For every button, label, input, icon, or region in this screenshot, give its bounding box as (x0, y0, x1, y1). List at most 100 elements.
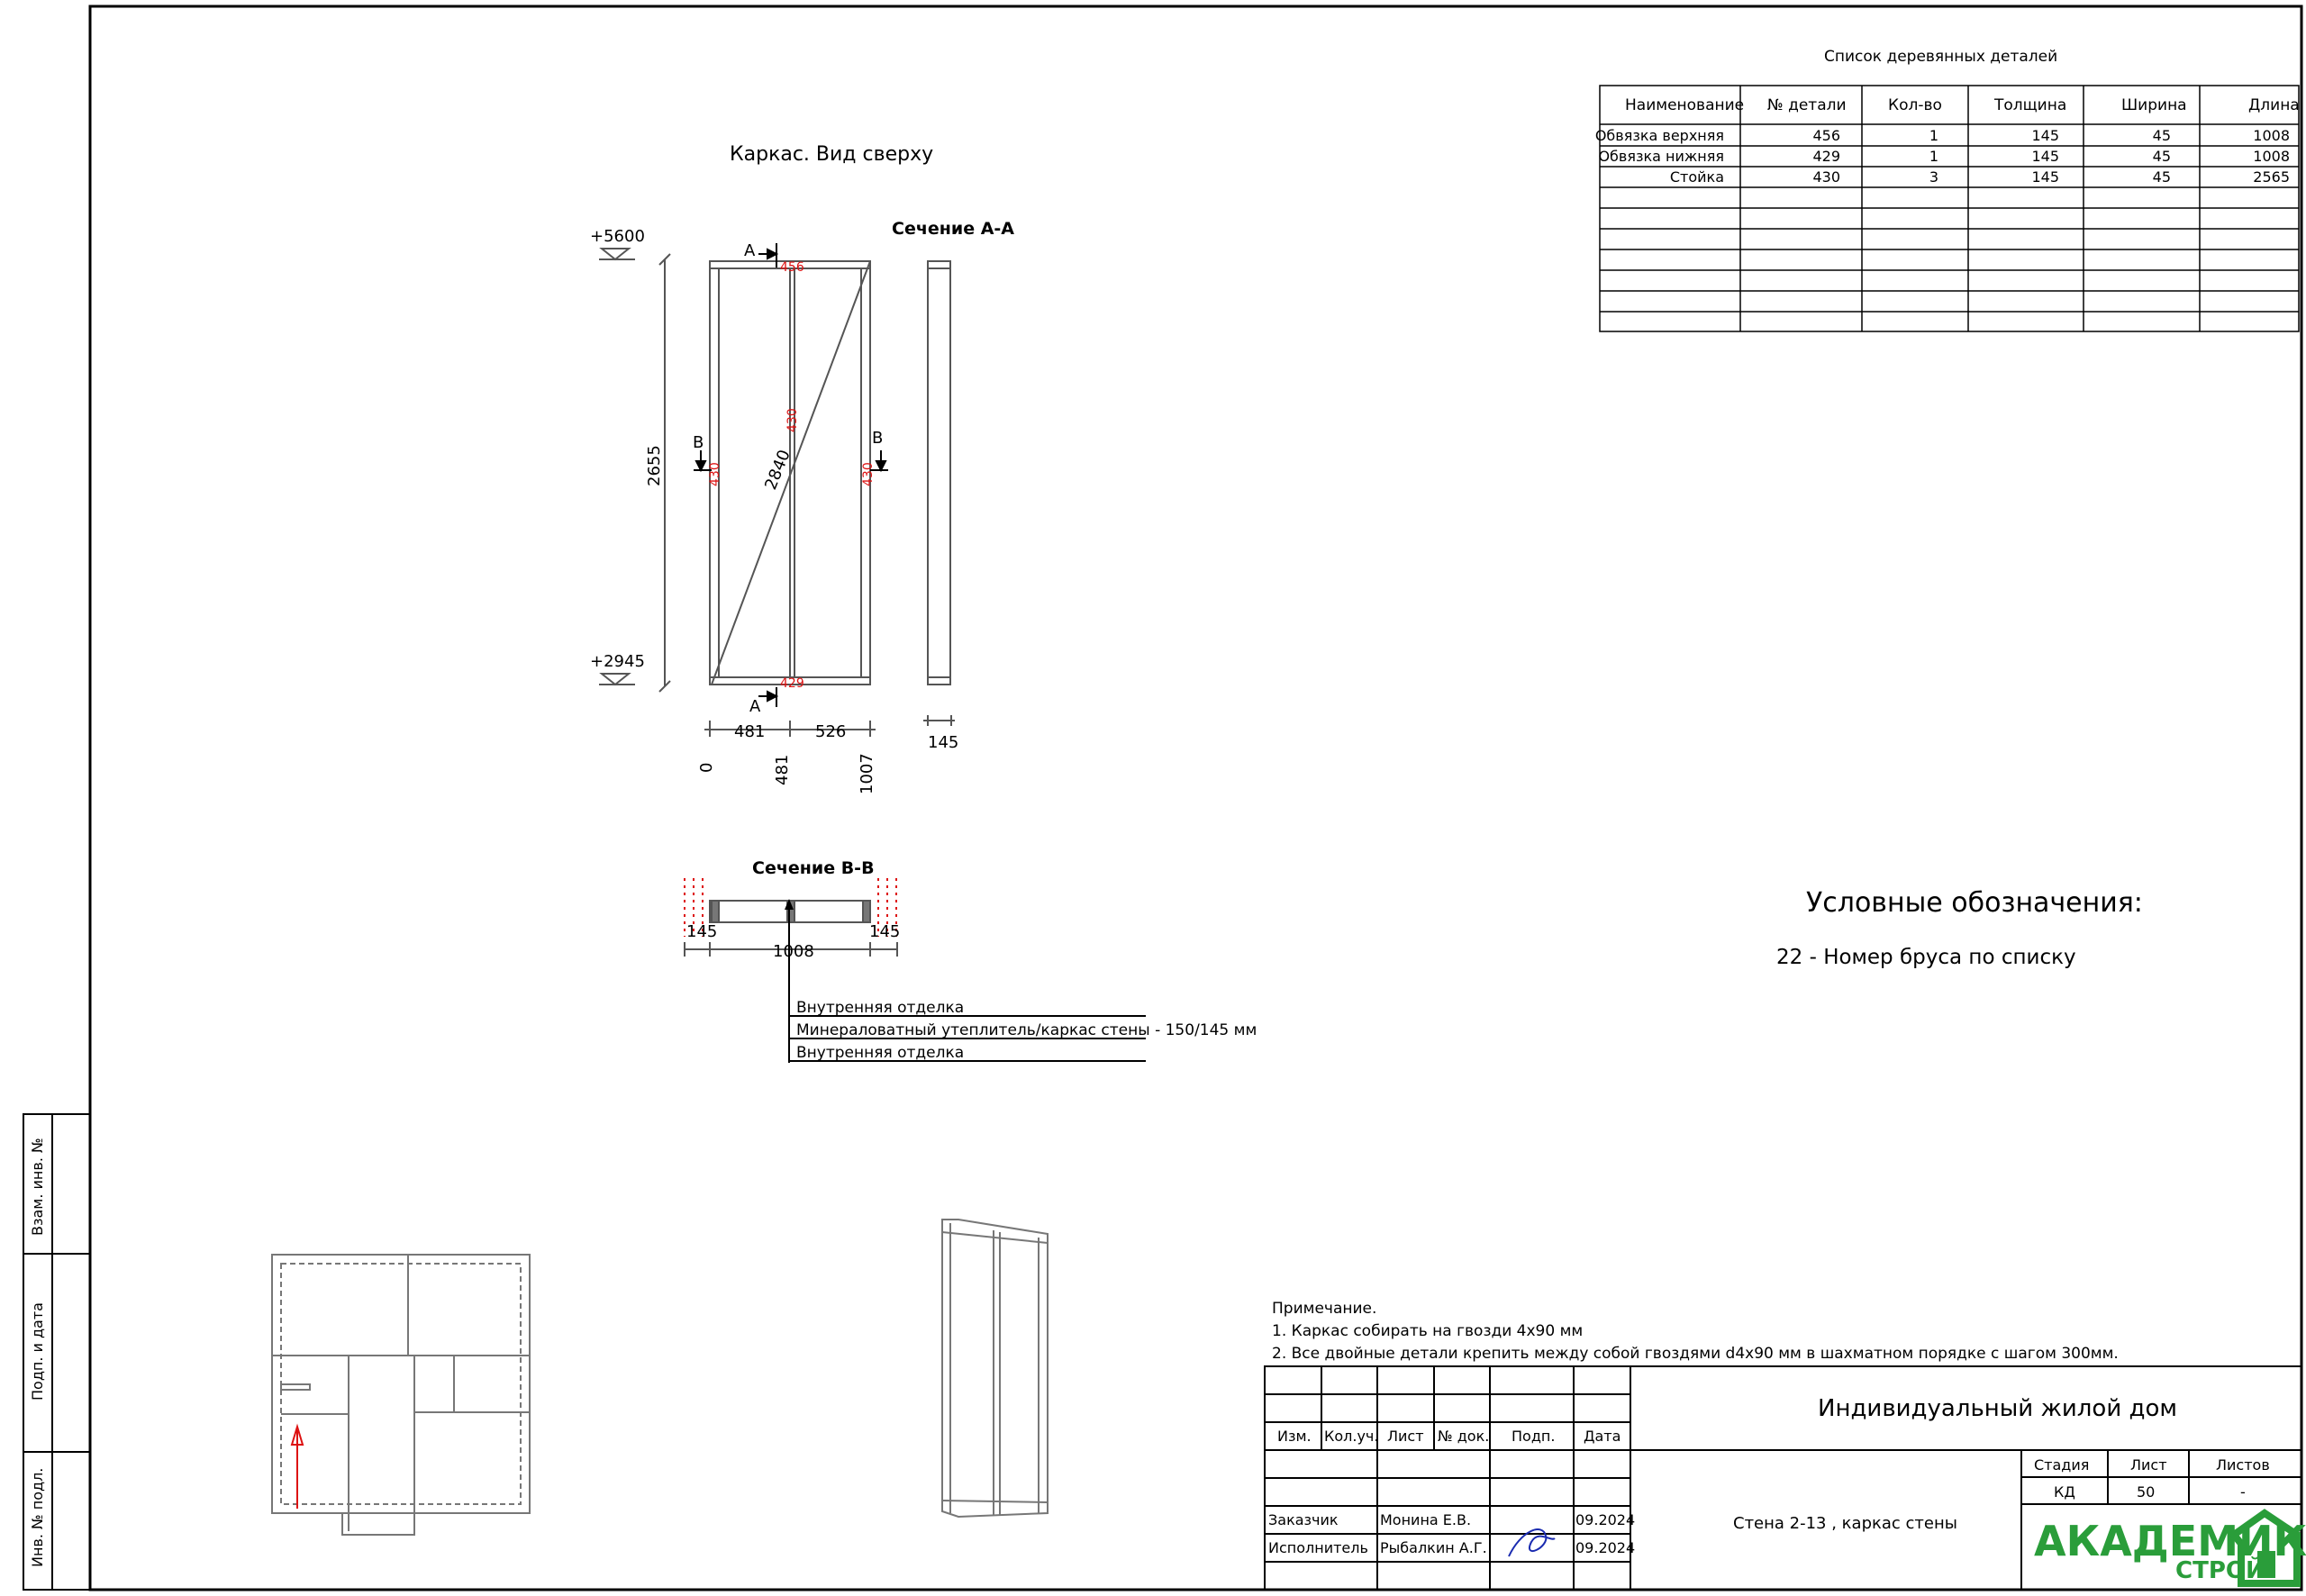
dim-seg2: 526 (815, 722, 846, 741)
svg-text:1: 1 (1929, 127, 1938, 144)
stamp-stage: КД (2054, 1483, 2075, 1501)
layer-2: Минераловатный утеплитель/каркас стены -… (796, 1021, 1257, 1039)
stamp-sheet: 50 (2137, 1483, 2155, 1501)
parts-col-name: Наименование (1625, 96, 1744, 114)
stamp-role-customer: Заказчик (1268, 1511, 1339, 1528)
svg-text:2565: 2565 (2253, 168, 2290, 186)
section-aa-title: Сечение А-А (892, 219, 1014, 239)
dim-bb-right: 145 (869, 922, 900, 941)
frame-top-view (709, 260, 871, 685)
company-logo: АКАДЕМИК СТРОЙ (2034, 1509, 2306, 1587)
stamp-col-change: Изм. (1277, 1428, 1312, 1445)
stamp-name-executor: Рыбалкин А.Г. (1380, 1539, 1487, 1556)
svg-text:430: 430 (1812, 168, 1840, 186)
stamp-col-sign: Подп. (1512, 1428, 1555, 1445)
dim-ord1: 481 (773, 755, 792, 785)
parts-col-thickness: Толщина (1993, 96, 2066, 114)
plan-location-arrow (290, 1423, 304, 1509)
logo-sub-text: СТРОЙ (2175, 1555, 2265, 1584)
parts-col-width: Ширина (2121, 96, 2187, 114)
svg-text:145: 145 (2031, 127, 2059, 144)
side-stamp-sign-date: Подп. и дата (29, 1302, 46, 1401)
svg-text:429: 429 (1812, 148, 1840, 165)
level-bottom: +2945 (590, 652, 645, 671)
stamp-date-customer: 09.2024 (1575, 1511, 1635, 1528)
stamp-sheets-header: Листов (2216, 1456, 2270, 1474)
stamp-document-title: Стена 2-13 , каркас стены (1733, 1514, 1957, 1533)
part-label-stud-left: 430 (708, 462, 722, 486)
side-stamp (23, 1113, 91, 1591)
stamp-sheet-header: Лист (2130, 1456, 2167, 1474)
stamp-object-title: Индивидуальный жилой дом (1818, 1395, 2177, 1422)
stamp-stage-header: Стадия (2034, 1456, 2089, 1474)
side-stamp-inv-original: Инв. № подл. (29, 1468, 46, 1567)
dim-seg1: 481 (734, 722, 765, 741)
stamp-col-date: Дата (1584, 1428, 1621, 1445)
parts-col-qty: Кол-во (1888, 96, 1942, 114)
floor-plan-thumbnail (271, 1254, 531, 1536)
dim-ord2: 1007 (858, 753, 876, 794)
dim-height: 2655 (645, 445, 664, 486)
frame-isometric-thumbnail (941, 1219, 1049, 1519)
notes-heading: Примечание. (1272, 1300, 1376, 1318)
stamp-sheets: - (2240, 1483, 2246, 1501)
section-bb-title: Сечение В-В (752, 858, 875, 878)
svg-text:Обвязка нижняя: Обвязка нижняя (1598, 148, 1724, 165)
stamp-role-executor: Исполнитель (1268, 1539, 1368, 1556)
dim-section-width: 145 (928, 733, 958, 752)
drawing-title: Каркас. Вид сверху (730, 143, 933, 166)
part-label-bottom: 429 (780, 676, 804, 691)
cut-label-b-left: В (693, 433, 704, 452)
cut-mark-b (694, 450, 888, 473)
parts-col-number: № детали (1767, 96, 1847, 114)
layer-callout (789, 1015, 1146, 1062)
parts-col-length: Длина (2248, 96, 2300, 114)
parts-table-title: Список деревянных деталей (1824, 48, 2057, 66)
parts-table-row: Обвязка нижняя 429 1 145 45 1008 (1598, 148, 2290, 165)
stamp-date-executor: 09.2024 (1575, 1539, 1635, 1556)
stamp-col-doc: № док. (1438, 1428, 1489, 1445)
section-bb (684, 878, 898, 1063)
cut-label-b-right: В (872, 429, 883, 448)
layer-1: Внутренняя отделка (796, 999, 964, 1017)
stamp-col-count: Кол.уч. (1324, 1428, 1378, 1445)
cut-label-a-top: А (744, 241, 756, 260)
parts-table-grid (1599, 85, 2300, 332)
legend-title: Условные обозначения: (1806, 887, 2143, 919)
parts-table-row: Стойка 430 3 145 45 2565 (1670, 168, 2290, 186)
svg-text:Обвязка верхняя: Обвязка верхняя (1595, 127, 1724, 144)
signature-image (1508, 1528, 1556, 1557)
logo-house-icon (2229, 1509, 2301, 1587)
svg-text:45: 45 (2153, 168, 2171, 186)
svg-text:1008: 1008 (2253, 148, 2290, 165)
dim-bb-left: 145 (686, 922, 717, 941)
legend-item: 22 - Номер бруса по списку (1776, 946, 2076, 969)
dim-bb-total: 1008 (773, 942, 814, 961)
part-label-stud-mid: 430 (785, 408, 800, 432)
cut-label-a-bottom: А (749, 697, 761, 716)
svg-text:Стойка: Стойка (1670, 168, 1724, 186)
svg-text:456: 456 (1812, 127, 1840, 144)
svg-text:3: 3 (1929, 168, 1938, 186)
sheet-frame (88, 5, 2303, 1591)
svg-text:145: 145 (2031, 168, 2059, 186)
part-label-top: 456 (780, 260, 804, 275)
parts-table-row: Обвязка верхняя 456 1 145 45 1008 (1595, 127, 2290, 144)
svg-text:45: 45 (2153, 127, 2171, 144)
section-bb-pointer (785, 899, 794, 910)
layer-3: Внутренняя отделка (796, 1044, 964, 1062)
logo-house-door-icon (2257, 1551, 2275, 1578)
stamp-col-sheet: Лист (1387, 1428, 1424, 1445)
level-top: +5600 (590, 227, 645, 246)
note-1: 1. Каркас собирать на гвозди 4х90 мм (1272, 1322, 1583, 1340)
stamp-name-customer: Монина Е.В. (1380, 1511, 1471, 1528)
level-marks (599, 248, 635, 686)
dim-ord0: 0 (697, 763, 716, 773)
dim-height-line (658, 253, 671, 693)
svg-text:145: 145 (2031, 148, 2059, 165)
side-stamp-inv-replace: Взам. инв. № (29, 1138, 46, 1236)
svg-text:1: 1 (1929, 148, 1938, 165)
svg-text:45: 45 (2153, 148, 2171, 165)
part-label-stud-right: 430 (861, 462, 876, 486)
